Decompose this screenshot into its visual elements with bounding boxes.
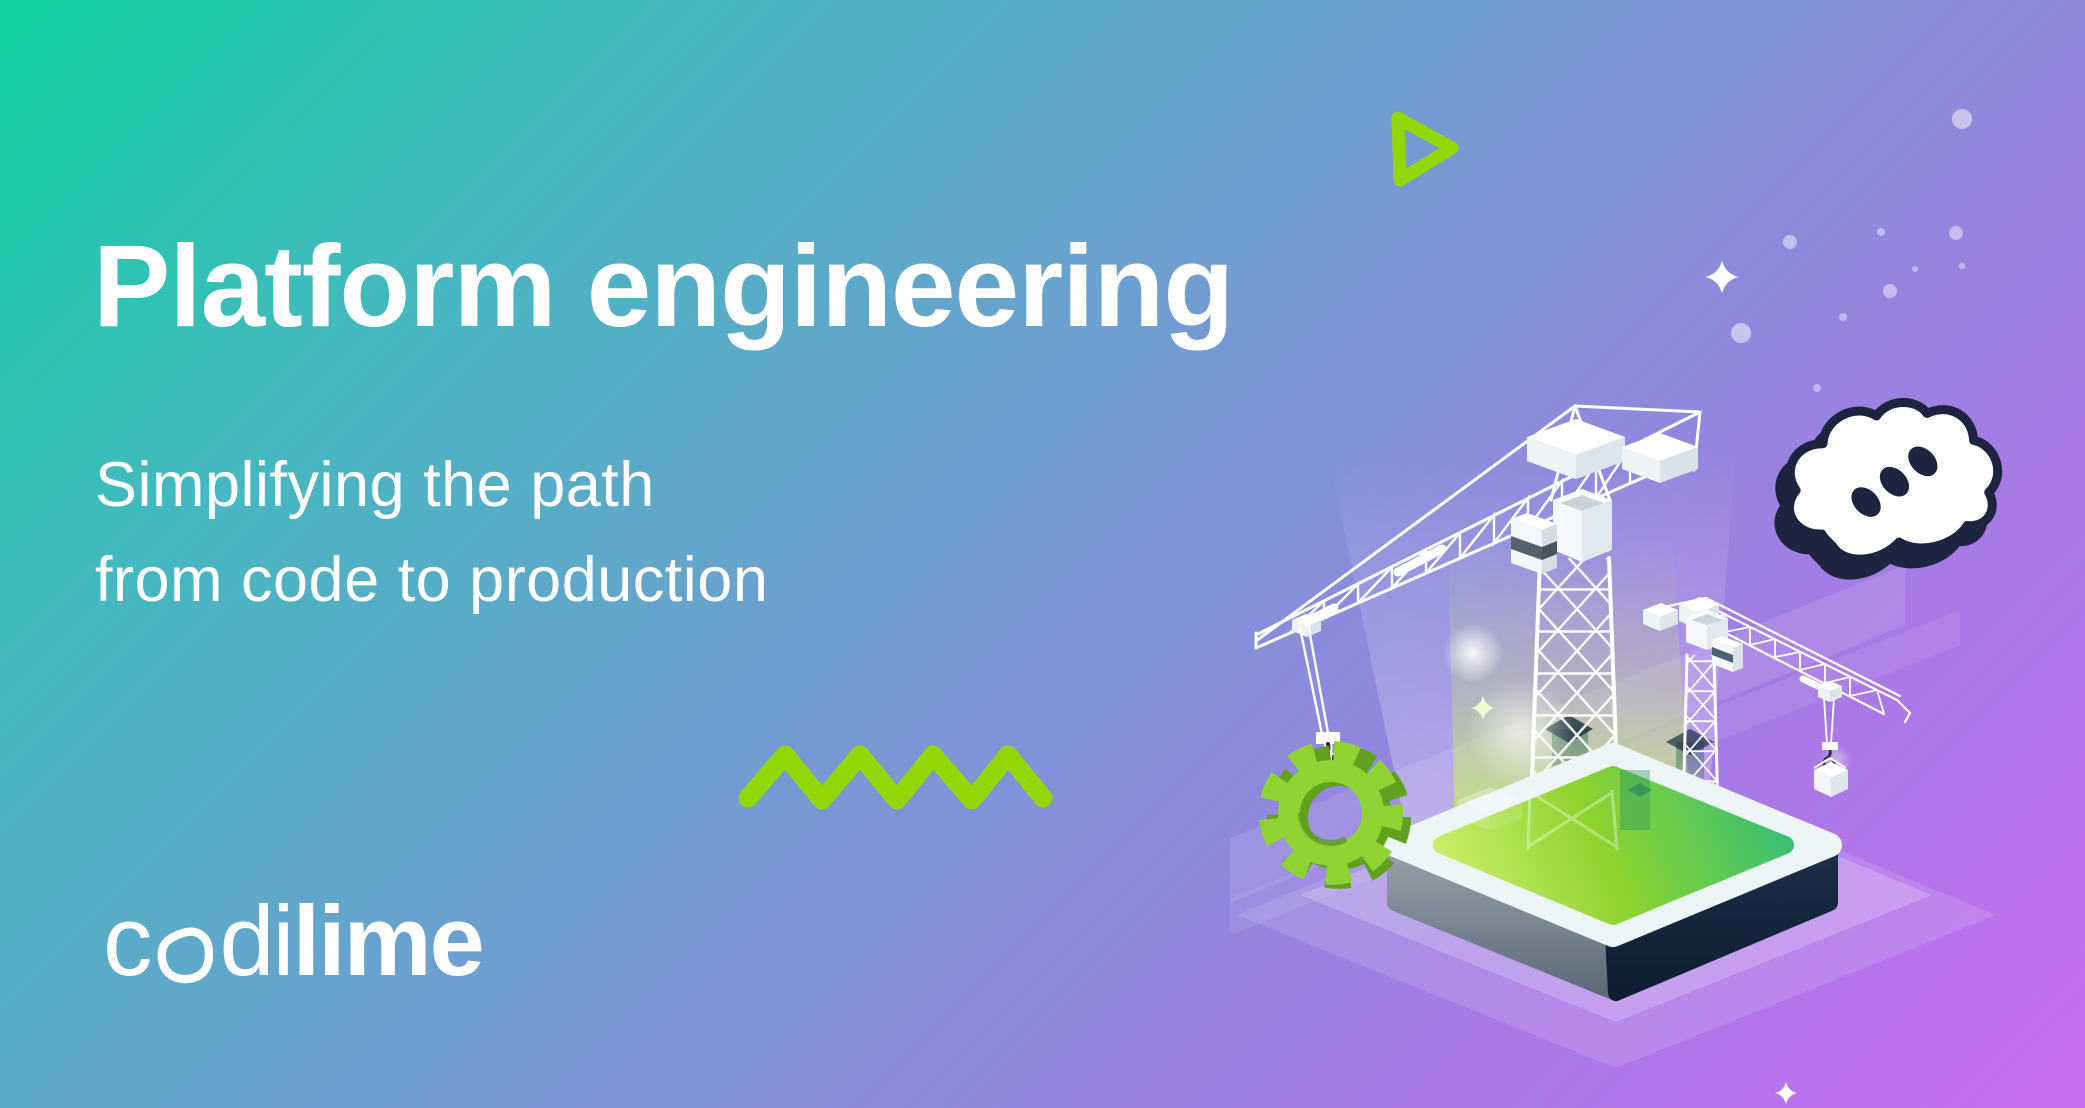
lime-o-icon [157, 927, 213, 984]
subtitle-line-2: from code to production [95, 544, 769, 615]
cube-icon [1813, 742, 1848, 797]
dots-cluster-icon [1731, 109, 1972, 392]
cloud-icon [1759, 385, 2013, 590]
glowing-platform-icon [1383, 743, 1842, 1001]
zigzag-icon [738, 745, 1053, 810]
logo-text-lime: lime [292, 885, 485, 996]
logo-text-di: di [219, 885, 295, 996]
page-title: Platform engineering [93, 221, 1234, 351]
gear-icon [1259, 732, 1411, 889]
triangle-play-icon [1391, 111, 1459, 187]
subtitle: Simplifying the path from code to produc… [95, 438, 768, 627]
logo-text-c: c [103, 885, 152, 996]
codilime-logo: c di lime [103, 884, 485, 998]
subtitle-line-1: Simplifying the path [95, 450, 655, 520]
